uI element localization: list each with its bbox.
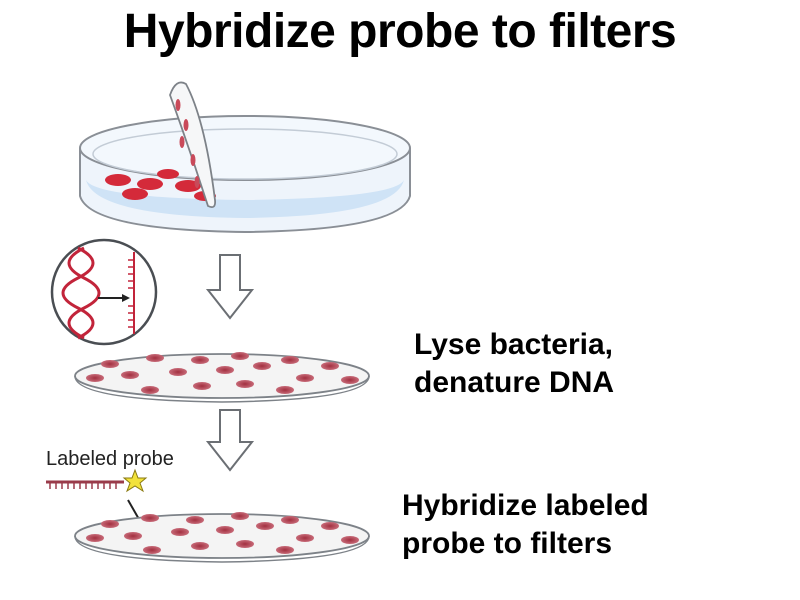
filter-disk xyxy=(74,512,370,563)
colony xyxy=(157,169,179,179)
step-label-hybridize: Hybridize labeled probe to filters xyxy=(402,487,649,563)
down-arrow-icon xyxy=(205,409,255,472)
colony xyxy=(137,178,163,190)
dna-denature-inset xyxy=(50,238,158,346)
step-label-line: probe to filters xyxy=(402,527,613,560)
colony xyxy=(105,174,131,186)
down-arrow-icon xyxy=(205,254,255,320)
lifted-filter xyxy=(169,81,217,209)
petri-dish xyxy=(79,115,411,234)
dish-medium xyxy=(86,180,404,218)
dish-rim xyxy=(79,115,411,181)
step-label-line: Hybridize labeled xyxy=(402,489,649,522)
step-label-lyse: Lyse bacteria, denature DNA xyxy=(414,326,614,402)
probe-label: Labeled probe xyxy=(46,448,174,470)
colony xyxy=(175,180,201,192)
step-label-line: Lyse bacteria, xyxy=(414,328,613,361)
step-label-line: denature DNA xyxy=(414,366,615,399)
label-star-icon xyxy=(122,468,148,493)
filter-disk xyxy=(74,352,370,403)
colony xyxy=(122,188,148,200)
page-title: Hybridize probe to filters xyxy=(123,5,677,58)
